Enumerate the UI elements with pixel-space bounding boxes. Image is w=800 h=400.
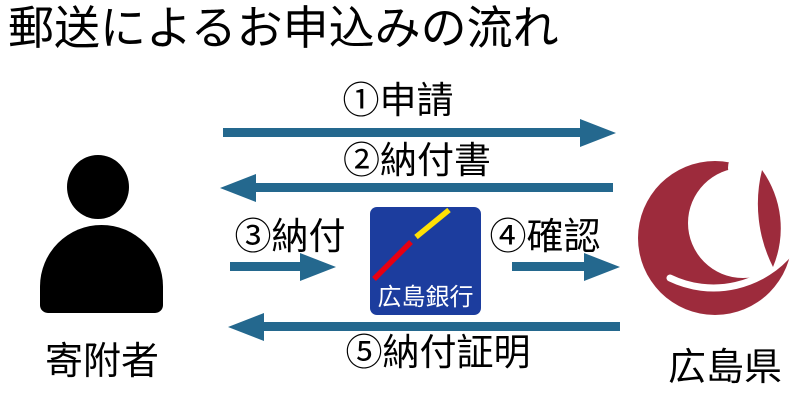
arrow-step-4 bbox=[512, 252, 620, 281]
person-icon bbox=[38, 150, 165, 315]
hiroshima-bank-logo: 広島銀行 bbox=[370, 207, 481, 315]
page-title: 郵送によるお申込みの流れ bbox=[8, 1, 559, 55]
step1-label: ①申請 bbox=[342, 79, 454, 122]
step3-label: ③納付 bbox=[234, 215, 346, 258]
step4-label: ④確認 bbox=[489, 215, 601, 258]
arrow-step-5 bbox=[228, 312, 620, 341]
arrow-step-1 bbox=[223, 118, 616, 147]
bank-label: 広島銀行 bbox=[377, 283, 474, 311]
arrow-step-3 bbox=[230, 252, 336, 281]
step5-label: ⑤納付証明 bbox=[345, 331, 531, 374]
hiroshima-prefecture-emblem bbox=[638, 158, 793, 320]
prefecture-emblem-svg bbox=[638, 158, 793, 320]
step2-label: ②納付書 bbox=[343, 139, 491, 182]
person-head bbox=[67, 155, 129, 219]
arrow-step-2 bbox=[220, 173, 613, 202]
prefecture-label: 広島県 bbox=[667, 345, 783, 389]
bank-logo-stripes bbox=[372, 207, 451, 281]
person-body bbox=[40, 225, 163, 313]
donor-label: 寄附者 bbox=[44, 339, 160, 383]
